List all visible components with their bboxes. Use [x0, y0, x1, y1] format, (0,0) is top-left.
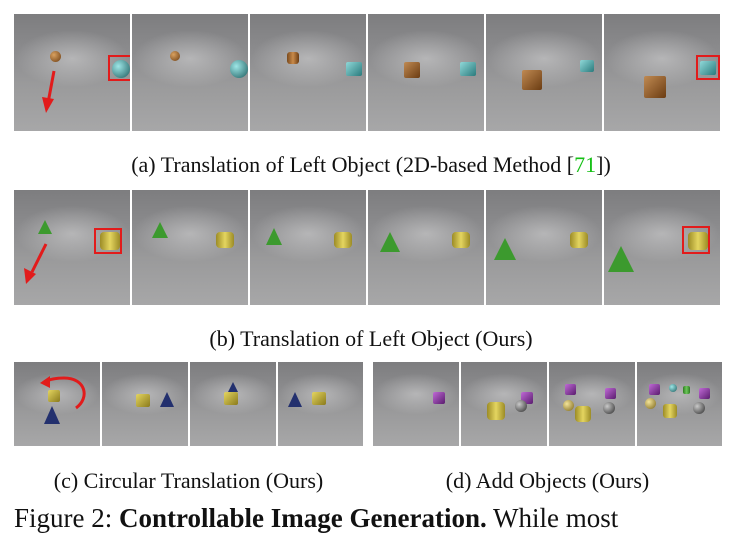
purple-cube: [605, 388, 616, 399]
green-cylinder: [683, 386, 690, 394]
figure-title: Controllable Image Generation.: [119, 503, 487, 533]
teal-sphere: [112, 60, 130, 78]
caption-a: (a) Translation of Left Object (2D-based…: [0, 152, 742, 178]
figure-caption: Figure 2: Controllable Image Generation.…: [14, 503, 618, 534]
yellow-cylinder: [100, 232, 120, 250]
teal-sphere: [669, 384, 677, 392]
bronze-cube: [522, 70, 542, 90]
row-c-panel-3: [190, 362, 276, 446]
red-highlight-box: [108, 55, 130, 81]
teal-cube: [346, 62, 362, 76]
red-highlight-box: [682, 226, 710, 254]
yellow-cube: [224, 392, 238, 405]
row-a-panel-5: [486, 14, 602, 131]
row-b-panel-6: [604, 190, 720, 305]
row-c-panel-2: [102, 362, 188, 446]
caption-a-text: (a) Translation of Left Object (2D-based…: [131, 152, 575, 177]
red-arrow-down: [42, 70, 56, 113]
row-a-panel-1: [14, 14, 130, 131]
caption-c: (c) Circular Translation (Ours): [53, 468, 324, 493]
yellow-cylinder: [663, 404, 677, 418]
green-cone: [266, 228, 282, 245]
caption-d: (d) Add Objects (Ours): [445, 468, 650, 493]
yellow-cylinder: [570, 232, 588, 248]
row-d-panel-1: [373, 362, 459, 446]
row-b-panel-5: [486, 190, 602, 305]
red-highlight-box: [696, 55, 720, 80]
blue-cone: [44, 406, 60, 424]
citation-link[interactable]: 71: [574, 152, 597, 177]
dark-metal-sphere: [515, 400, 527, 412]
row-b-panel-4: [368, 190, 484, 305]
row-c-image-strip: [14, 362, 363, 446]
yellow-cylinder: [216, 232, 234, 248]
red-circular-arrow: [40, 376, 86, 410]
teal-cube: [460, 62, 476, 76]
teal-sphere: [230, 60, 248, 78]
green-cone: [494, 238, 516, 260]
yellow-cylinder: [487, 402, 505, 420]
row-c-panel-1: [14, 362, 100, 446]
teal-cube: [580, 60, 594, 72]
purple-cube: [649, 384, 660, 395]
bronze-sphere: [170, 51, 180, 61]
blue-cone: [160, 392, 174, 407]
gold-sphere: [563, 400, 574, 411]
yellow-cube: [136, 394, 150, 407]
figure-text: While most: [492, 503, 619, 533]
row-a-image-strip: [14, 14, 722, 131]
green-cone: [152, 222, 168, 238]
row-d-panel-3: [549, 362, 635, 446]
green-cone: [608, 246, 634, 272]
blue-cone: [288, 392, 302, 407]
green-cone: [380, 232, 400, 252]
purple-cube: [565, 384, 576, 395]
bronze-sphere: [50, 51, 61, 62]
row-a-panel-2: [132, 14, 248, 131]
red-highlight-box: [94, 228, 122, 254]
row-d-panel-2: [461, 362, 547, 446]
row-d-panel-4: [637, 362, 722, 446]
caption-a-suffix: ]): [596, 152, 611, 177]
yellow-cube: [48, 390, 60, 402]
yellow-cylinder: [688, 232, 708, 250]
yellow-cube: [312, 392, 326, 405]
red-arrow-down-left: [24, 243, 48, 284]
row-a-panel-4: [368, 14, 484, 131]
bronze-cylinder: [287, 52, 299, 64]
caption-b: (b) Translation of Left Object (Ours): [209, 326, 533, 351]
blue-cone: [228, 382, 238, 392]
bronze-cube: [644, 76, 666, 98]
green-cone: [38, 220, 52, 234]
row-b-panel-3: [250, 190, 366, 305]
gold-sphere: [645, 398, 656, 409]
yellow-cylinder: [452, 232, 470, 248]
figure-label: Figure 2:: [14, 503, 113, 533]
row-b-panel-2: [132, 190, 248, 305]
row-d-image-strip: [373, 362, 722, 446]
row-b-panel-1: [14, 190, 130, 305]
bronze-cube: [404, 62, 420, 78]
purple-cube: [699, 388, 710, 399]
row-a-panel-3: [250, 14, 366, 131]
teal-cube: [700, 61, 716, 75]
row-b-image-strip: [14, 190, 722, 305]
row-a-panel-6: [604, 14, 720, 131]
yellow-cylinder: [334, 232, 352, 248]
dark-metal-sphere: [603, 402, 615, 414]
yellow-cylinder: [575, 406, 591, 422]
row-c-panel-4: [278, 362, 363, 446]
purple-cube: [433, 392, 445, 404]
dark-metal-sphere: [693, 402, 705, 414]
